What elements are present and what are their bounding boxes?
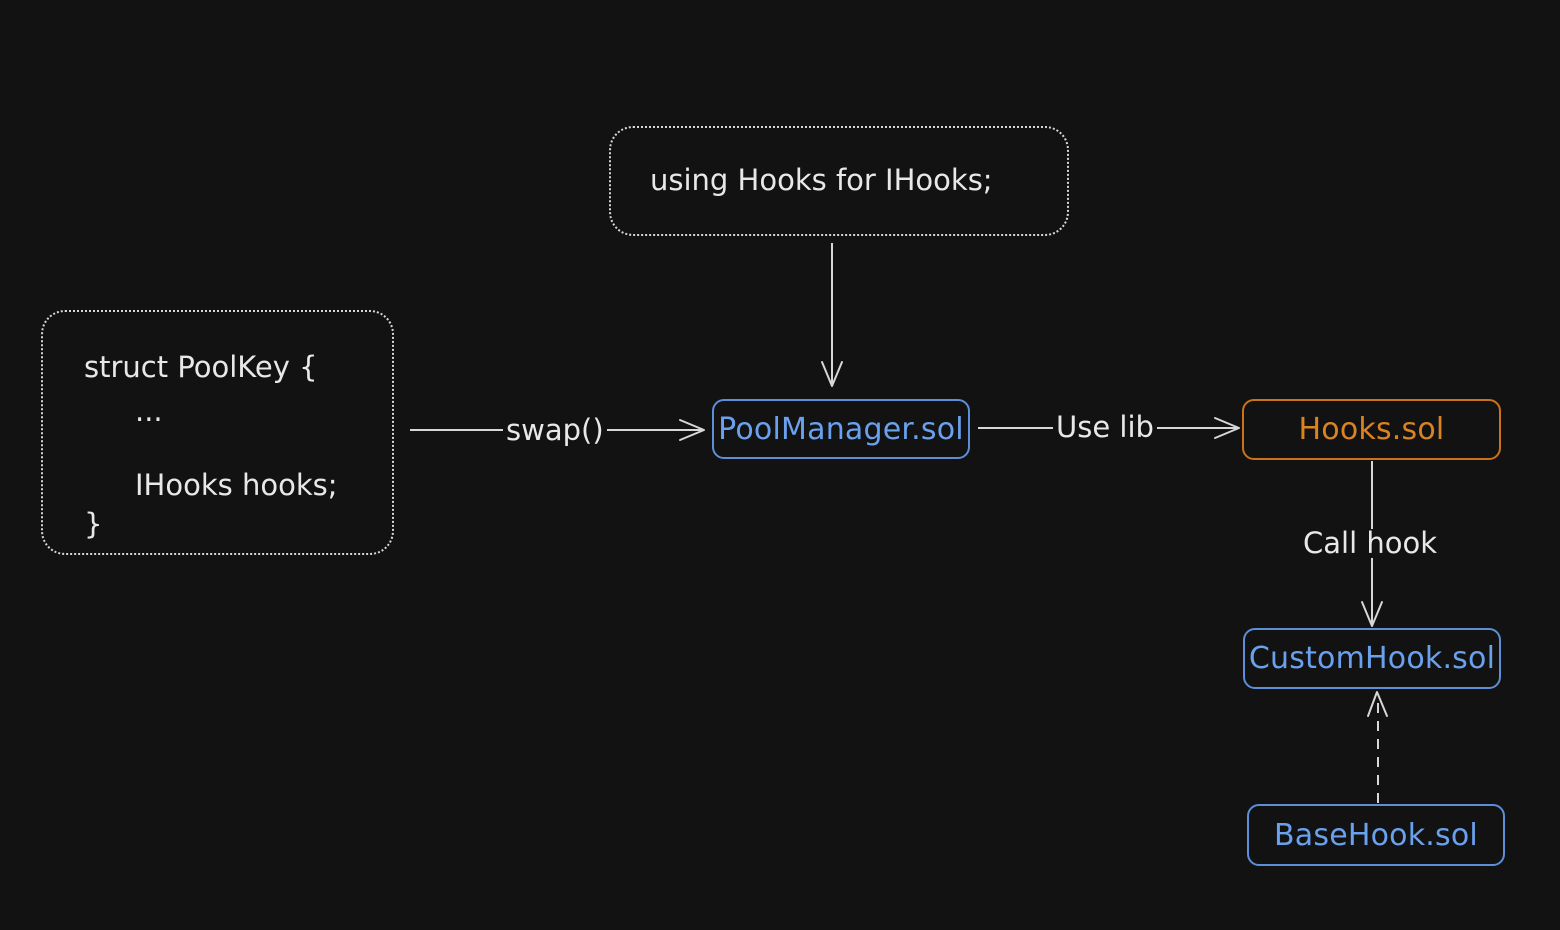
- struct-line-4: }: [84, 507, 103, 541]
- pool-manager-node: PoolManager.sol: [712, 399, 970, 459]
- using-hooks-text: using Hooks for IHooks;: [650, 163, 993, 197]
- arrow-using-to-poolmanager: [821, 243, 843, 387]
- base-hook-node: BaseHook.sol: [1247, 804, 1505, 866]
- custom-hook-node: CustomHook.sol: [1243, 628, 1501, 689]
- struct-line-1: struct PoolKey {: [84, 350, 318, 384]
- struct-line-3: IHooks hooks;: [135, 468, 338, 502]
- arrow-inherits: [1367, 691, 1388, 803]
- call-hook-label: Call hook: [1300, 529, 1441, 558]
- hooks-node: Hooks.sol: [1242, 399, 1501, 460]
- use-lib-label: Use lib: [1053, 413, 1157, 442]
- swap-label: swap(): [503, 416, 607, 445]
- using-hooks-box: [609, 126, 1069, 236]
- struct-line-2: ...: [135, 394, 163, 428]
- struct-poolkey-box: [41, 310, 394, 555]
